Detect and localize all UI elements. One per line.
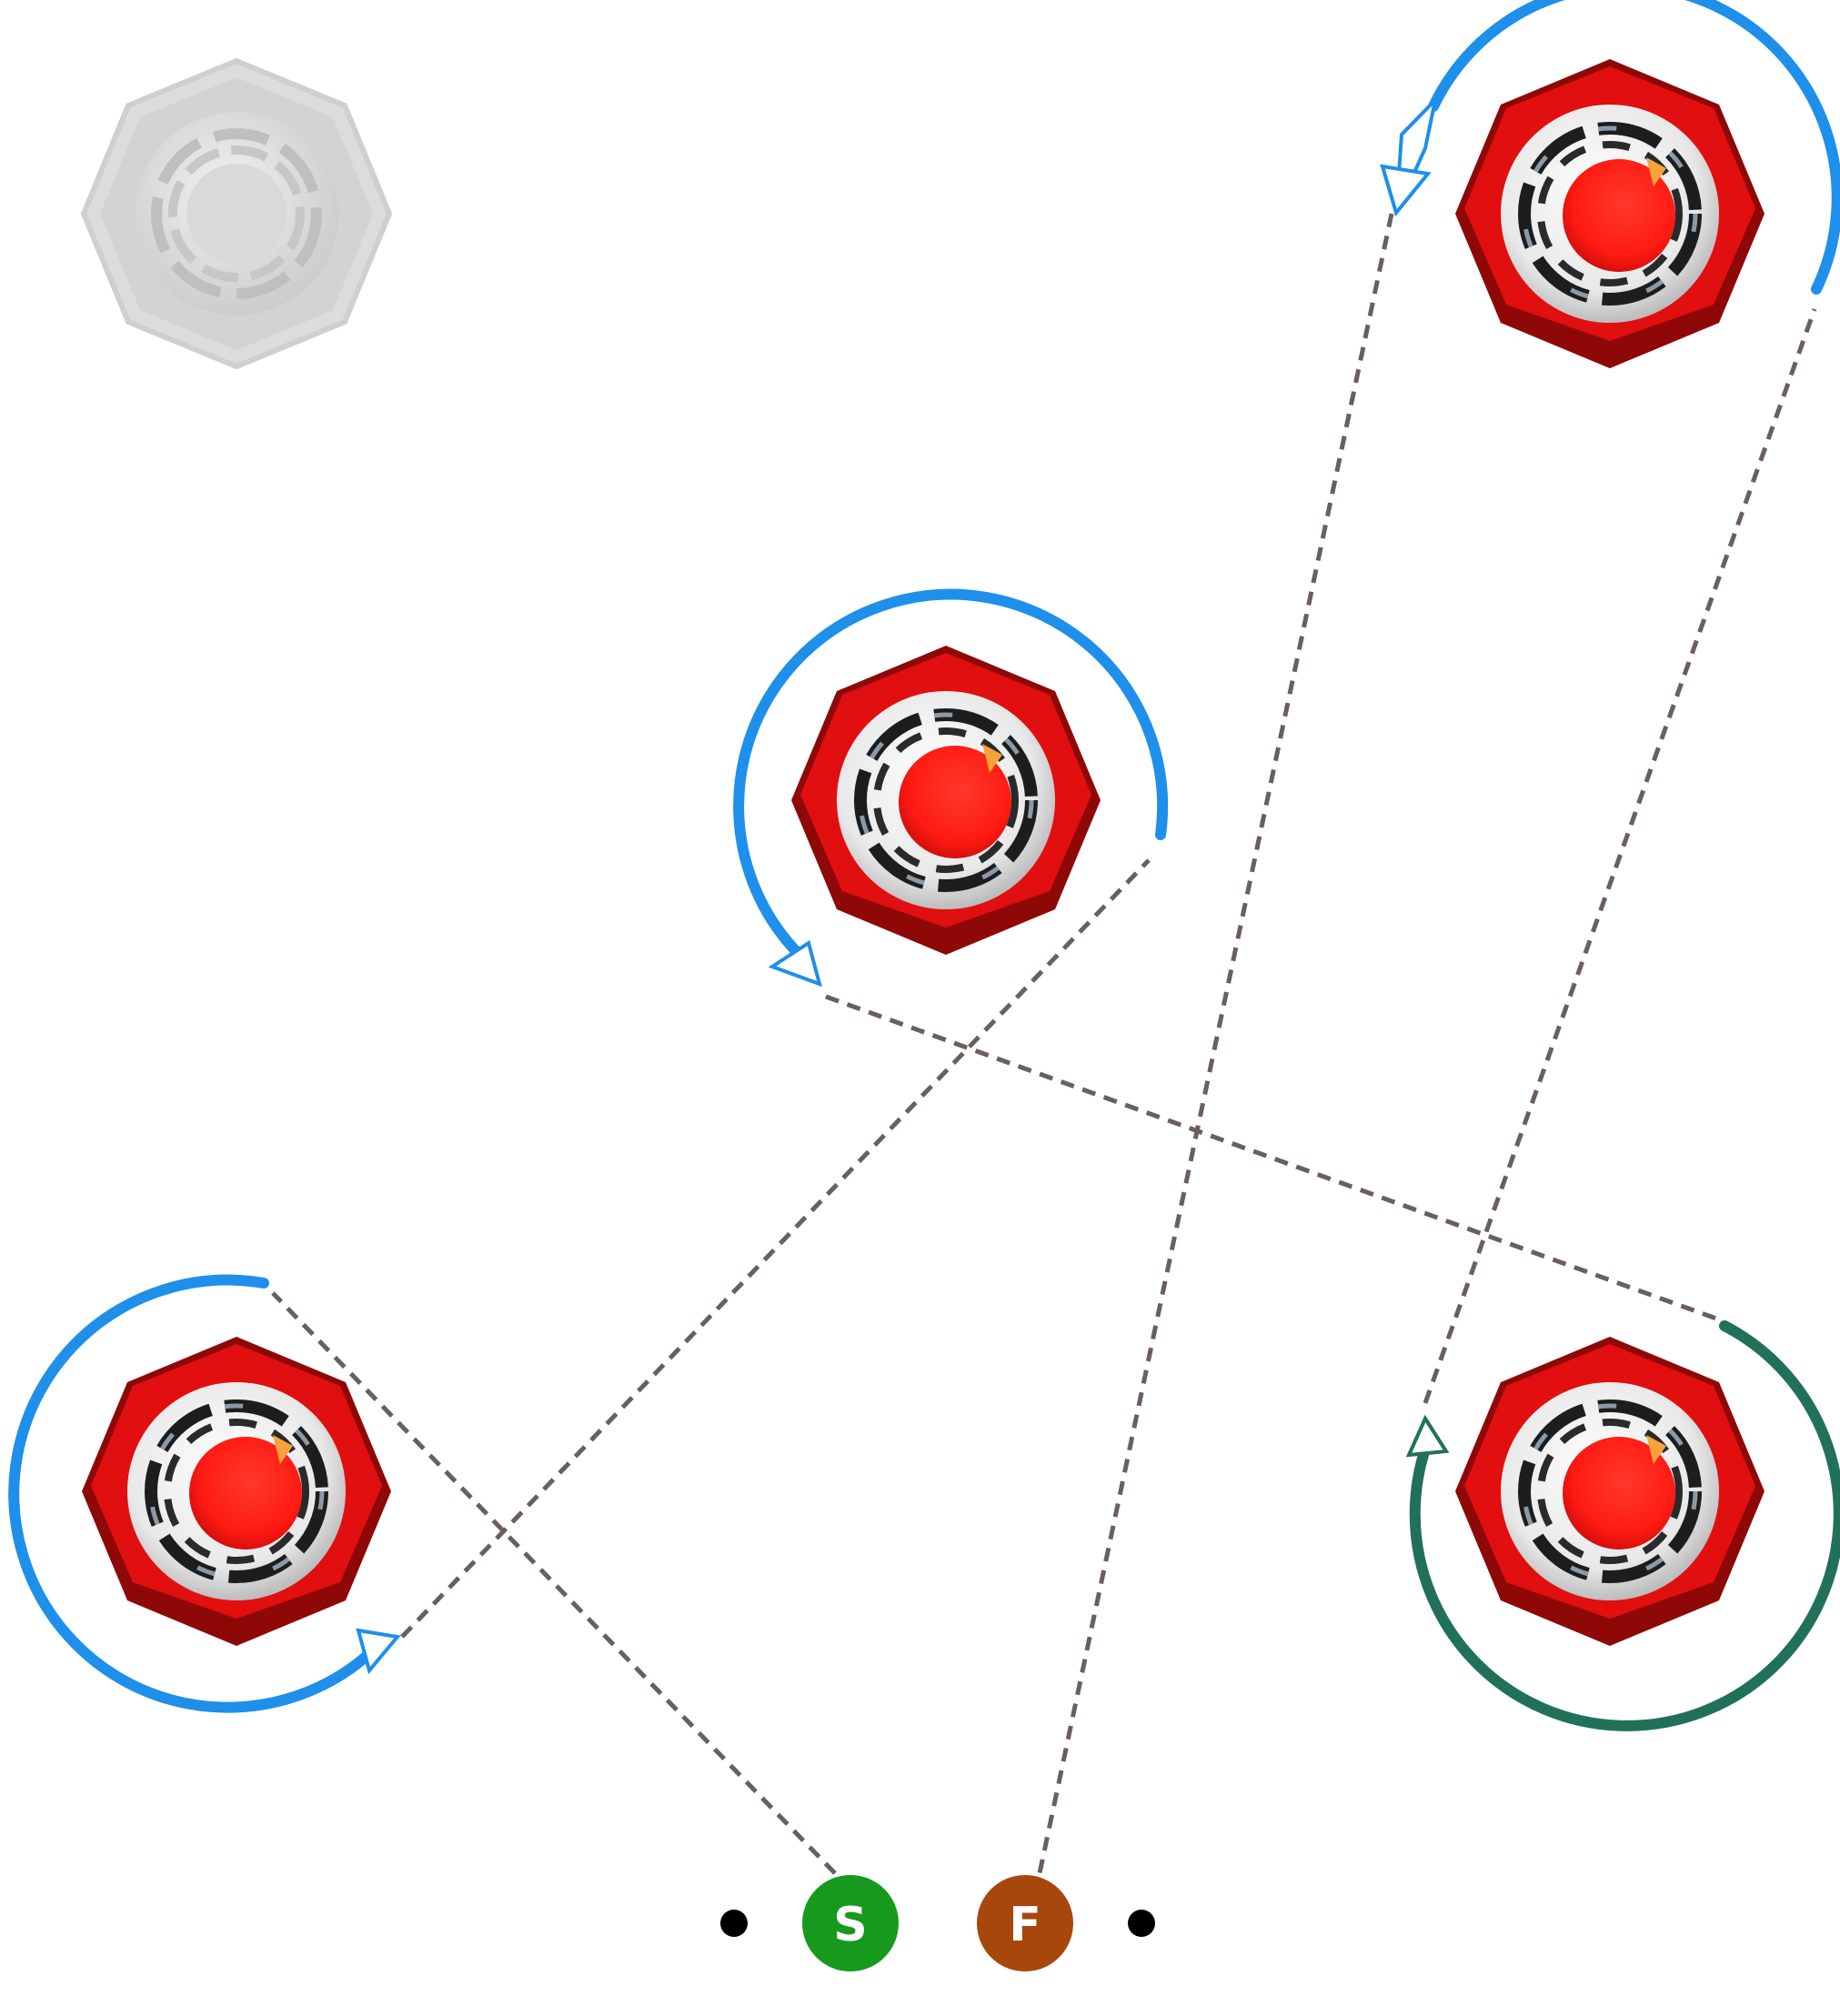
start-marker: S bbox=[802, 1875, 899, 1971]
rotation-arrow-icon bbox=[1380, 0, 1840, 295]
rotation-arrow-icon bbox=[1405, 1320, 1840, 1731]
path-bottom-left-to-center bbox=[400, 858, 1151, 1639]
path-bottom-right-to-top-right bbox=[1423, 308, 1817, 1404]
hex-bolt-icon bbox=[82, 1337, 391, 1646]
finish-marker-label: F bbox=[1009, 1898, 1041, 1952]
finish-marker: F bbox=[977, 1875, 1073, 1971]
hex-bolt-icon bbox=[791, 646, 1101, 955]
rotation-arrow-icon bbox=[8, 1274, 401, 1713]
path-top-right-to-finish bbox=[1037, 213, 1394, 1874]
bolts bbox=[80, 57, 1765, 1646]
sequence-markers: S F bbox=[720, 1875, 1155, 1971]
rotation-arrows bbox=[8, 0, 1840, 1731]
hex-bolt-icon bbox=[80, 57, 393, 370]
hex-bolt-icon bbox=[1455, 59, 1765, 368]
dot-left bbox=[720, 1910, 748, 1937]
hex-bolt-icon bbox=[1455, 1337, 1765, 1646]
sequence-paths bbox=[271, 213, 1817, 1875]
dot-right bbox=[1128, 1910, 1155, 1937]
start-marker-label: S bbox=[833, 1898, 867, 1952]
path-center-to-bottom-right bbox=[825, 994, 1717, 1321]
path-start-to-bottom-left bbox=[271, 1291, 837, 1875]
rotation-arrow-icon bbox=[733, 588, 1169, 988]
